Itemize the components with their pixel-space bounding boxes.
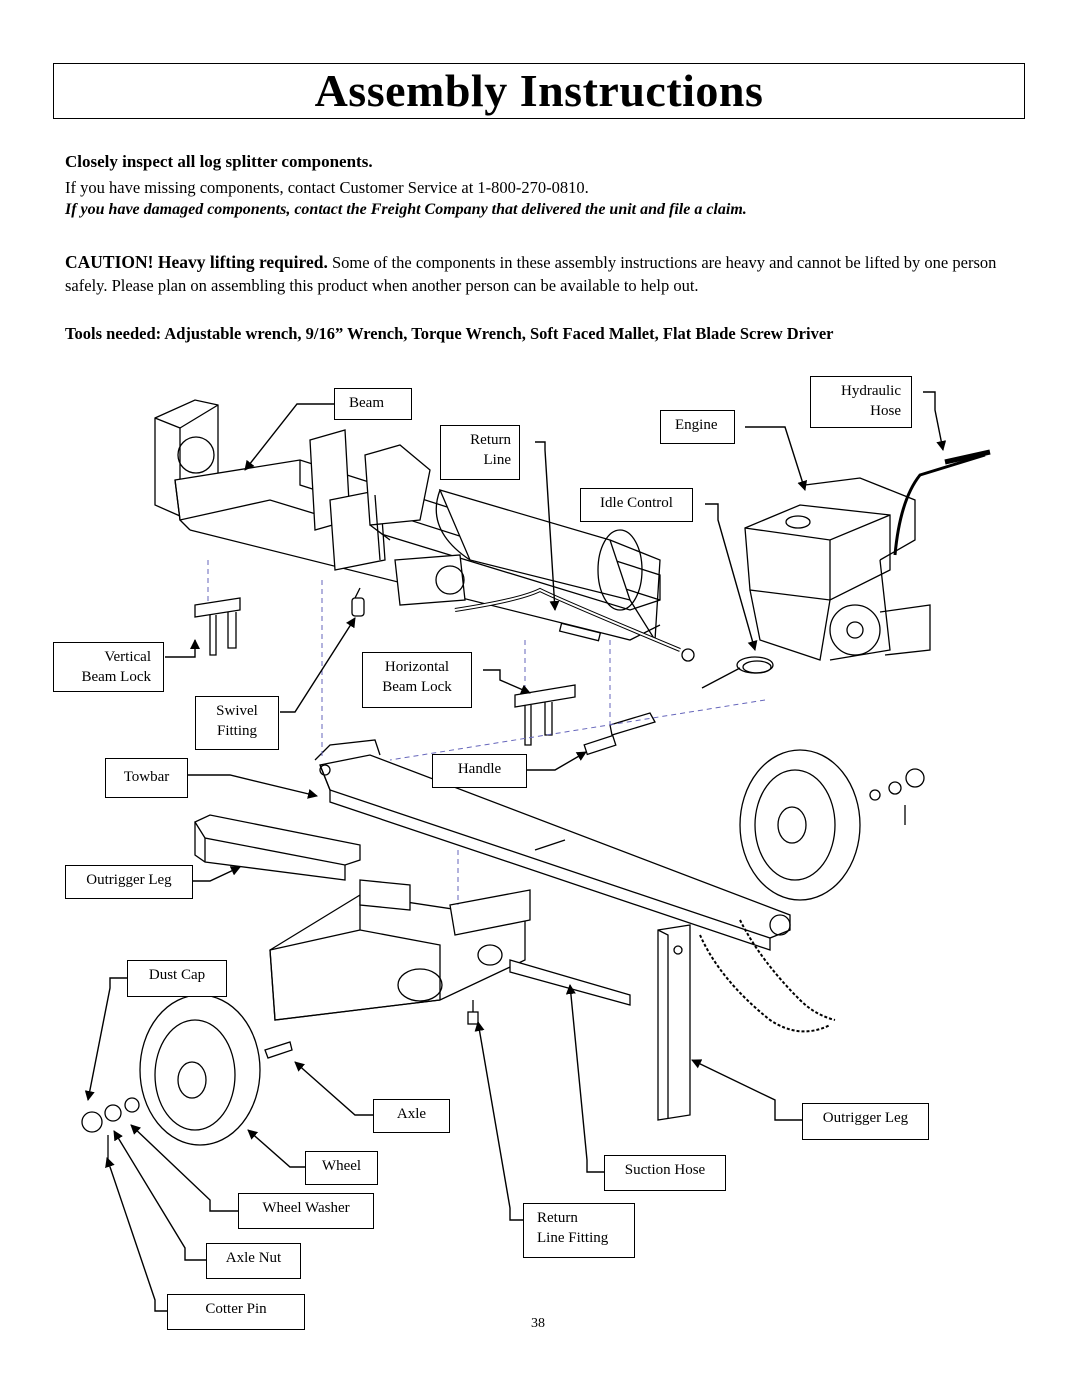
return-line-fitting-drawing bbox=[467, 1000, 479, 1025]
label-wheel-washer: Wheel Washer bbox=[238, 1193, 374, 1229]
missing-components-text: If you have missing components, contact … bbox=[65, 178, 589, 197]
caution-paragraph: CAUTION! Heavy lifting required. Some of… bbox=[65, 251, 1015, 297]
label-suction-hose: Suction Hose bbox=[604, 1155, 726, 1191]
label-dust-cap: Dust Cap bbox=[127, 960, 227, 997]
label-axle-nut: Axle Nut bbox=[206, 1243, 301, 1279]
label-towbar: Towbar bbox=[105, 758, 188, 798]
idle-control-drawing bbox=[701, 656, 774, 689]
label-handle: Handle bbox=[432, 754, 527, 788]
label-outrigger-leg-right: Outrigger Leg bbox=[802, 1103, 929, 1140]
label-outrigger-leg-left: Outrigger Leg bbox=[65, 865, 193, 899]
page-number: 38 bbox=[531, 1316, 545, 1331]
swivel-fitting-drawing bbox=[351, 587, 365, 617]
label-idle-control: Idle Control bbox=[580, 488, 693, 522]
caution-lead: CAUTION! Heavy lifting required. bbox=[65, 252, 328, 272]
inspect-heading: Closely inspect all log splitter compone… bbox=[65, 152, 373, 171]
return-line-hose-drawing bbox=[454, 587, 695, 662]
axle-drawing bbox=[264, 959, 631, 1059]
label-swivel-fitting: Swivel Fitting bbox=[195, 696, 279, 750]
wheel-left-drawing bbox=[81, 994, 261, 1160]
towbar-drawing bbox=[314, 739, 791, 951]
label-wheel: Wheel bbox=[305, 1151, 378, 1185]
tank-base-drawing bbox=[269, 879, 531, 1021]
tools-needed: Tools needed: Adjustable wrench, 9/16” W… bbox=[65, 324, 834, 343]
wheel-right-drawing bbox=[739, 749, 925, 901]
label-horizontal-beam-lock: Horizontal Beam Lock bbox=[362, 652, 472, 708]
label-engine: Engine bbox=[660, 410, 735, 444]
page-title: Assembly Instructions bbox=[314, 65, 764, 116]
label-return-line-fitting: Return Line Fitting bbox=[523, 1203, 635, 1258]
cylinder-drawing bbox=[435, 488, 661, 643]
outrigger-leg-right-drawing bbox=[657, 919, 836, 1121]
label-vertical-beam-lock: Vertical Beam Lock bbox=[53, 642, 164, 692]
control-valve-drawing bbox=[309, 429, 466, 606]
label-cotter-pin: Cotter Pin bbox=[167, 1294, 305, 1330]
caution-body: Some of the components in these assembly… bbox=[65, 253, 997, 295]
vertical-beam-lock-drawing bbox=[194, 597, 241, 656]
engine-drawing bbox=[744, 449, 991, 661]
title-box: Assembly Instructions bbox=[53, 63, 1025, 119]
label-hydraulic-hose: Hydraulic Hose bbox=[810, 376, 912, 428]
outrigger-leg-left-drawing bbox=[194, 814, 361, 881]
label-beam: Beam bbox=[334, 388, 412, 420]
label-axle: Axle bbox=[373, 1099, 450, 1133]
handle-drawing bbox=[583, 712, 656, 756]
horizontal-beam-lock-drawing bbox=[514, 684, 576, 746]
damaged-components-text: If you have damaged components, contact … bbox=[65, 201, 747, 218]
label-return-line: Return Line bbox=[440, 425, 520, 480]
